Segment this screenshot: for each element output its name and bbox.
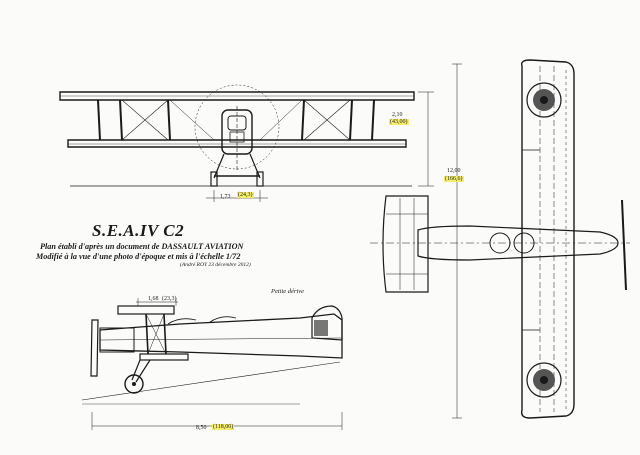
side-view bbox=[81, 298, 343, 430]
drawing-title: S.E.A.IV C2 bbox=[92, 221, 185, 240]
fuselage-length-scaled: (118,00) bbox=[212, 424, 235, 430]
small-fin-note: Petite dérive bbox=[271, 288, 305, 295]
wheel-track-value: 1,73 bbox=[220, 194, 231, 200]
subtitle-line-2: Modifié à la vue d'une photo d'époque et… bbox=[36, 252, 241, 261]
subtitle-line-1: Plan établi d'après un document de DASSA… bbox=[40, 242, 244, 251]
wheel-track-scaled: (24,3) bbox=[237, 192, 254, 198]
front-view bbox=[59, 84, 434, 202]
span-value: 12,00 bbox=[447, 168, 461, 174]
front-height-value: 2,10 bbox=[392, 112, 403, 118]
fuselage-length-value: 8,50 bbox=[196, 425, 207, 431]
plan-view bbox=[370, 59, 630, 419]
span-scaled: (166,6) bbox=[444, 176, 464, 182]
upper-length-value: 1,68 bbox=[148, 296, 159, 302]
front-height-scaled: (43,00) bbox=[389, 119, 409, 125]
upper-length-scaled: (23,3) bbox=[162, 296, 177, 302]
author-credit: (André ROY 23 décembre 2012) bbox=[180, 262, 251, 268]
